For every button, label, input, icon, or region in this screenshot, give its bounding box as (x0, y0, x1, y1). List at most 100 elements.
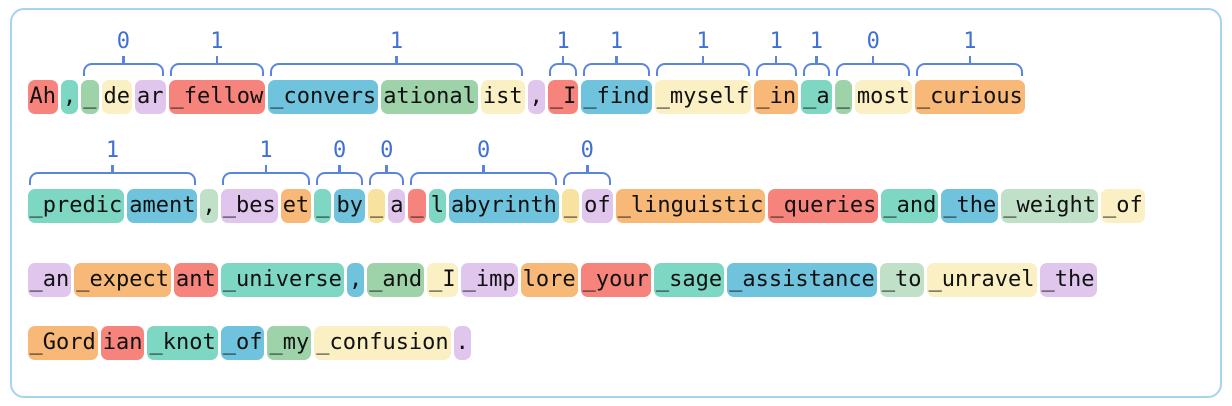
group-label: 0 (116, 29, 130, 54)
group-label: 1 (769, 29, 783, 54)
group-bracket (315, 165, 364, 185)
word-group: 1 _I (546, 30, 580, 114)
token[interactable]: _bes (220, 189, 278, 223)
token[interactable]: _my (267, 326, 312, 360)
token[interactable]: ant (173, 263, 218, 297)
token[interactable]: _to (879, 263, 924, 297)
token-strip: _myself (653, 80, 753, 114)
token[interactable]: , (346, 263, 365, 297)
token-strip: _confusion (313, 326, 452, 360)
token[interactable]: ar (135, 80, 166, 114)
token[interactable]: ational (381, 80, 478, 114)
token-strip: _most (833, 80, 913, 114)
token[interactable]: _weight (1001, 189, 1099, 223)
token[interactable]: _knot (147, 326, 218, 360)
token[interactable]: abyrinth (448, 189, 559, 223)
token-strip: _of (219, 326, 266, 360)
token[interactable]: _ (314, 189, 332, 223)
group-label: 1 (556, 29, 570, 54)
word-group: 1 _in (753, 30, 800, 114)
token-strip: _in (753, 80, 800, 114)
token[interactable]: _ (408, 189, 426, 223)
group-bracket (409, 165, 558, 185)
token[interactable]: _linguistic (615, 189, 766, 223)
word-group: 1_find (580, 30, 653, 114)
token[interactable]: most (854, 80, 912, 114)
token-unit: _the (1038, 263, 1098, 297)
token-strip: Ah (26, 80, 60, 114)
token-unit: _of (1100, 189, 1147, 223)
token[interactable]: _universe (220, 263, 344, 297)
token-strip: _the (1038, 263, 1098, 297)
token-strip: , (60, 80, 80, 114)
token[interactable]: _ (367, 189, 386, 223)
token-unit: _unravel (925, 263, 1038, 297)
token[interactable]: _I (547, 80, 579, 114)
token[interactable]: _confusion (314, 326, 451, 360)
token-strip: _universe (219, 263, 345, 297)
token-unit: , (526, 80, 546, 114)
token[interactable]: _imp (460, 263, 518, 297)
token[interactable]: _ (834, 80, 852, 114)
token[interactable]: _Gord (27, 326, 98, 360)
token[interactable]: _a (801, 80, 832, 114)
token-unit: _the (940, 189, 1000, 223)
token[interactable]: _and (367, 263, 425, 297)
token[interactable]: _fellow (168, 80, 266, 114)
token[interactable]: _the (941, 189, 999, 223)
token[interactable]: of (582, 189, 613, 223)
token[interactable]: _I (427, 263, 458, 297)
token-strip: _the (940, 189, 1000, 223)
token[interactable]: . (453, 326, 471, 360)
token-unit: _an (26, 263, 73, 297)
token[interactable]: _sage (653, 263, 725, 297)
token-unit: _linguistic (614, 189, 767, 223)
token[interactable]: ament (127, 189, 198, 223)
token-unit: _imp (459, 263, 519, 297)
token[interactable]: et (280, 189, 312, 223)
token[interactable]: _queries (768, 189, 879, 223)
token-unit: _of (219, 326, 266, 360)
group-bracket (549, 56, 577, 76)
token[interactable]: _assistance (727, 263, 877, 297)
word-group: 1_fellow (167, 30, 267, 114)
token-strip: _expect (73, 263, 173, 297)
token[interactable]: ist (480, 80, 525, 114)
token[interactable]: _unravel (926, 263, 1037, 297)
token[interactable]: _ (561, 189, 580, 223)
token[interactable]: _myself (654, 80, 752, 114)
token[interactable]: _the (1039, 263, 1097, 297)
token[interactable]: _an (27, 263, 72, 297)
token[interactable]: l (428, 189, 446, 223)
token[interactable]: de (101, 80, 132, 114)
group-bracket (836, 56, 911, 76)
token[interactable]: Ah (27, 80, 58, 114)
token[interactable]: _expect (74, 263, 171, 297)
token[interactable]: _your (580, 263, 651, 297)
token[interactable]: _in (754, 80, 799, 114)
token[interactable]: _and (881, 189, 939, 223)
group-label: 1 (389, 29, 404, 54)
token[interactable]: _find (581, 80, 652, 114)
token[interactable]: _curious (914, 80, 1025, 114)
token[interactable]: _ (81, 80, 99, 114)
token[interactable]: ian (100, 326, 145, 360)
group-bracket (755, 56, 797, 76)
token[interactable]: , (61, 80, 79, 114)
token[interactable]: , (200, 189, 218, 223)
token[interactable]: _of (220, 326, 265, 360)
token[interactable]: _of (1101, 189, 1145, 223)
token[interactable]: by (334, 189, 365, 223)
token[interactable]: _convers (268, 80, 379, 114)
token[interactable]: a (388, 189, 406, 223)
group-bracket (656, 56, 750, 76)
token[interactable]: _predic (27, 189, 125, 223)
token[interactable]: , (527, 80, 545, 114)
token[interactable]: lore (520, 263, 578, 297)
